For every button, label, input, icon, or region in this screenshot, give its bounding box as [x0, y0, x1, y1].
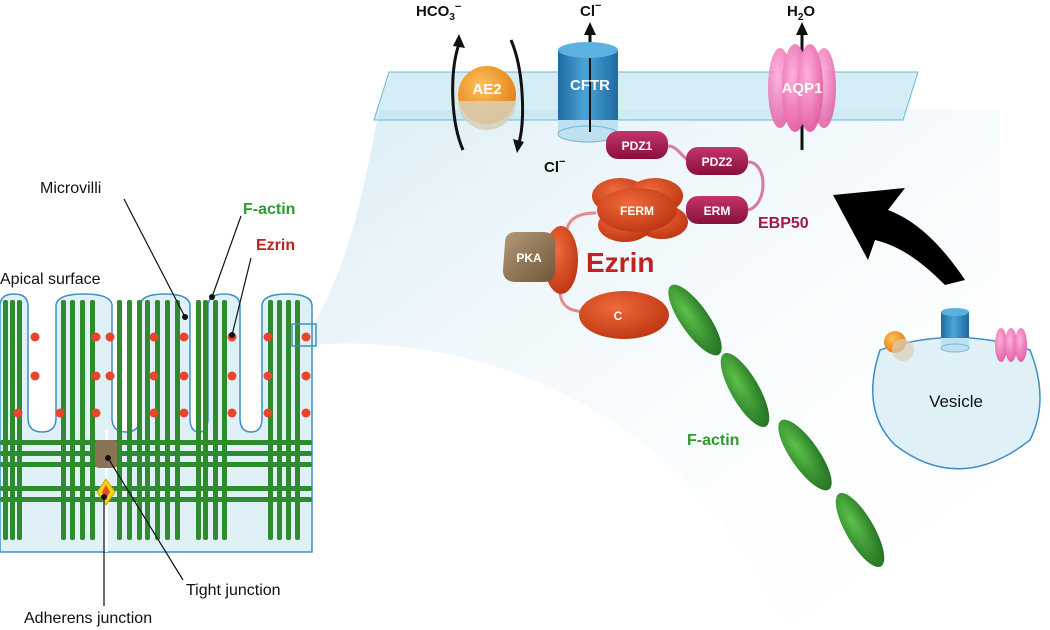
pka-kinase [503, 232, 555, 282]
cftr-label: CFTR [570, 77, 610, 94]
microvilli-label: Microvilli [40, 180, 101, 197]
erm-domain [686, 196, 748, 224]
tight-junction-shape [95, 440, 117, 468]
pdz1-label: PDZ1 [622, 139, 653, 153]
factin-label-left: F-actin [243, 201, 295, 218]
vesicle [871, 308, 1041, 470]
vesicle-aqp1 [995, 328, 1007, 362]
ae2-arrow-out [451, 43, 465, 151]
tight-junction-leader [107, 457, 184, 581]
ezrin-main-label: Ezrin [586, 247, 654, 278]
cftr-upper [558, 50, 618, 120]
ebp50-label: EBP50 [758, 215, 809, 232]
pdz2-domain [686, 147, 748, 175]
pdz2-label: PDZ2 [702, 155, 733, 169]
factin-label-right: F-actin [687, 432, 739, 449]
cftr-channel: CFTR [557, 22, 619, 143]
vesicle-body [871, 336, 1041, 470]
factin-leader [211, 215, 242, 298]
microvilli-actin [0, 300, 312, 540]
aqp1-label: AQP1 [782, 80, 823, 97]
pdz1-domain [606, 131, 668, 159]
membrane [373, 71, 919, 121]
c-domain-label: C [614, 309, 623, 323]
ezrin-protein: FERM PKA C [503, 178, 688, 339]
vesicle-cftr [941, 312, 969, 338]
hco3-label: HCO3− [416, 1, 461, 23]
c-terminal-domain [579, 291, 669, 339]
apical-surface-label: Apical surface [0, 271, 101, 288]
vesicle-label: Vesicle [929, 392, 983, 411]
factin-filament [668, 284, 885, 568]
cl-top-label: Cl− [580, 0, 601, 20]
aqp1-channel: AQP1 [768, 22, 836, 150]
ae2-arrow-in [509, 39, 525, 144]
adherens-junction-label: Adherens junction [24, 610, 152, 627]
ae2-label: AE2 [472, 81, 501, 98]
pka-label: PKA [516, 251, 542, 265]
cl-bottom-label: Cl− [544, 156, 565, 176]
microvilli-leader [123, 198, 186, 318]
ae2-exchanger: AE2 [451, 34, 525, 153]
ebp50-scaffold: PDZ1 PDZ2 ERM [606, 131, 765, 224]
ezrin-dots [13, 332, 311, 418]
zoom-wedge [310, 110, 1000, 620]
erm-label: ERM [704, 204, 731, 218]
ferm-domain [597, 188, 677, 232]
ezrin-label-left: Ezrin [256, 237, 295, 254]
ezrin-leader [231, 257, 252, 336]
zoom-box [291, 323, 317, 347]
trafficking-arrow [833, 188, 965, 285]
tight-junction-label: Tight junction [186, 582, 281, 599]
ferm-label: FERM [620, 204, 654, 218]
h2o-label: H2O [787, 3, 815, 23]
apical-epithelium [0, 293, 317, 553]
